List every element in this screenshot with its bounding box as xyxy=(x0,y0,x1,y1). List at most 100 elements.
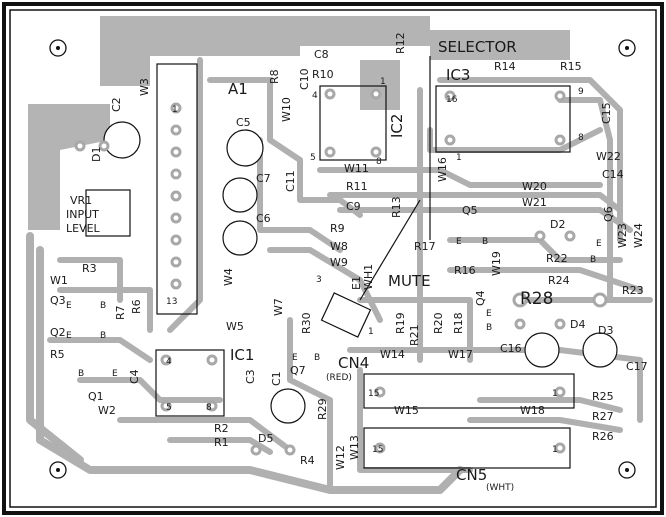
label-cn5-color: (WHT) xyxy=(486,483,514,493)
label-r30: R30 xyxy=(300,312,313,334)
c17-body xyxy=(582,332,618,368)
c1-body xyxy=(270,388,306,424)
label-w17: W17 xyxy=(448,348,473,361)
label-ic1: IC1 xyxy=(230,346,254,364)
label-w16: W16 xyxy=(436,157,449,182)
label-w14: W14 xyxy=(380,348,405,361)
term-q5-b: B xyxy=(482,237,488,247)
label-q7: Q7 xyxy=(290,364,306,377)
pin-relay-3: 3 xyxy=(316,275,322,285)
board-inner-edge xyxy=(9,9,657,508)
c16-body xyxy=(524,332,560,368)
label-w21: W21 xyxy=(522,196,547,209)
c2-body xyxy=(103,121,141,159)
label-cn4: CN4 xyxy=(338,354,369,372)
a1-outline xyxy=(156,63,198,315)
label-w12: W12 xyxy=(334,445,347,470)
capacitor-bodies xyxy=(103,121,618,424)
label-level: LEVEL xyxy=(66,222,101,235)
cn5-outline xyxy=(363,427,571,469)
pin-ic1-5: 5 xyxy=(166,403,172,413)
label-r29: R29 xyxy=(316,398,329,420)
label-r15: R15 xyxy=(560,60,582,73)
label-cn5: CN5 xyxy=(456,466,487,484)
label-ic3: IC3 xyxy=(446,66,470,84)
label-d1: D1 xyxy=(90,147,103,162)
label-w15: W15 xyxy=(394,404,419,417)
label-w2: W2 xyxy=(98,404,116,417)
label-r6: R6 xyxy=(130,299,143,314)
label-w9: W9 xyxy=(330,256,348,269)
label-q5: Q5 xyxy=(462,204,478,217)
label-q1: Q1 xyxy=(88,390,104,403)
label-r4: R4 xyxy=(300,454,315,467)
label-r3: R3 xyxy=(82,262,97,275)
label-c3: C3 xyxy=(244,369,257,384)
copper-fill-zones xyxy=(28,16,570,230)
label-w10: W10 xyxy=(280,97,293,122)
label-wh1: WH1 xyxy=(362,264,375,290)
pin-ic1-8: 8 xyxy=(206,403,212,413)
pin-cn4-15: 15 xyxy=(368,389,379,399)
mute-relay-outline xyxy=(320,292,372,338)
label-w23: W23 xyxy=(616,223,629,248)
label-c8: C8 xyxy=(314,48,329,61)
term-q5-e: E xyxy=(456,237,462,247)
label-c4: C4 xyxy=(128,369,141,384)
pin-ic2-5: 5 xyxy=(310,153,316,163)
pin-ic3-9: 9 xyxy=(578,87,584,97)
label-q4: Q4 xyxy=(474,290,487,306)
label-w1: W1 xyxy=(50,274,68,287)
label-w19: W19 xyxy=(490,251,503,276)
label-c6: C6 xyxy=(256,212,271,225)
label-r14: R14 xyxy=(494,60,516,73)
ic1-outline xyxy=(155,349,225,417)
ic2-outline xyxy=(319,85,387,161)
label-w4: W4 xyxy=(222,268,235,286)
label-d2: D2 xyxy=(550,218,565,231)
label-w8: W8 xyxy=(330,240,348,253)
label-cn4-color: (RED) xyxy=(326,373,352,383)
label-w13: W13 xyxy=(348,435,361,460)
label-c9: C9 xyxy=(346,200,361,213)
label-r8: R8 xyxy=(268,69,281,84)
label-c15: C15 xyxy=(600,102,613,124)
label-r12: R12 xyxy=(394,32,407,54)
label-w3: W3 xyxy=(138,78,151,96)
label-w18: W18 xyxy=(520,404,545,417)
pin-ic1-4: 4 xyxy=(166,357,172,367)
label-r9: R9 xyxy=(330,222,345,235)
mounting-hole-top-left xyxy=(49,39,67,57)
term-q3-b: B xyxy=(100,301,106,311)
label-c17: C17 xyxy=(626,360,648,373)
label-r20: R20 xyxy=(432,312,445,334)
term-q4-e: E xyxy=(486,309,492,319)
term-q1-e: E xyxy=(112,369,118,379)
pin-cn5-15: 15 xyxy=(372,445,383,455)
label-r24: R24 xyxy=(548,274,570,287)
label-r23: R23 xyxy=(622,284,644,297)
c7-body xyxy=(222,177,258,213)
label-vr1: VR1 xyxy=(70,194,92,207)
pin-ic2-8: 8 xyxy=(376,157,382,167)
label-c2: C2 xyxy=(110,97,123,112)
label-r13: R13 xyxy=(390,196,403,218)
pin-cn4-1: 1 xyxy=(552,389,558,399)
label-w22: W22 xyxy=(596,150,621,163)
label-r18: R18 xyxy=(452,312,465,334)
label-r19: R19 xyxy=(394,312,407,334)
vr1-outline xyxy=(85,189,131,237)
label-selector: SELECTOR xyxy=(438,38,517,56)
pin-relay-1: 1 xyxy=(368,327,374,337)
label-r17: R17 xyxy=(414,240,436,253)
label-q2: Q2 xyxy=(50,326,66,339)
label-a1: A1 xyxy=(228,80,248,98)
label-r2: R2 xyxy=(214,422,229,435)
label-q6: Q6 xyxy=(602,206,615,222)
term-q6-b: B xyxy=(590,255,596,265)
label-d5: D5 xyxy=(258,432,273,445)
pin-a1-1: 1 xyxy=(172,105,178,115)
label-r22: R22 xyxy=(546,252,568,265)
mounting-holes xyxy=(49,39,636,479)
